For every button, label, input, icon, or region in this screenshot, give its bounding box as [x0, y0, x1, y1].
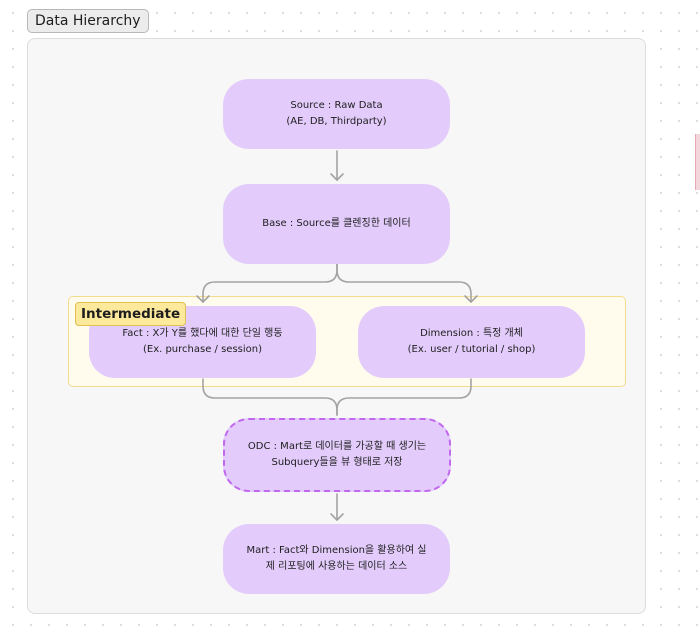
- arrowhead-odc-mart: [330, 513, 344, 521]
- node-fact-label: Fact : X가 Y를 했다에 대한 단일 행동 (Ex. purchase …: [122, 328, 283, 355]
- connector-base-dimension: [336, 263, 472, 303]
- arrowhead-base-dimension: [464, 295, 478, 303]
- node-source[interactable]: Source : Raw Data (AE, DB, Thirdparty): [223, 79, 450, 149]
- node-odc-label: ODC : Mart로 데이터를 가공할 때 생기는 Subquery들을 뷰 …: [247, 441, 427, 468]
- node-odc[interactable]: ODC : Mart로 데이터를 가공할 때 생기는 Subquery들을 뷰 …: [223, 418, 451, 492]
- node-mart[interactable]: Mart : Fact와 Dimension을 활용하여 실 제 리포팅에 사용…: [223, 524, 450, 594]
- node-source-label: Source : Raw Data (AE, DB, Thirdparty): [286, 100, 387, 127]
- node-base[interactable]: Base : Source를 클렌징한 데이터: [223, 184, 450, 264]
- connector-dimension-odc: [336, 378, 472, 416]
- connector-base-fact: [202, 263, 338, 303]
- arrowhead-source-base: [330, 173, 344, 181]
- intermediate-section-label: Intermediate: [75, 302, 187, 326]
- frame-title: Data Hierarchy: [27, 9, 149, 33]
- arrowhead-base-fact: [196, 295, 210, 303]
- node-dimension[interactable]: Dimension : 특정 개체 (Ex. user / tutorial /…: [358, 306, 585, 378]
- node-mart-label: Mart : Fact와 Dimension을 활용하여 실 제 리포팅에 사용…: [246, 545, 427, 572]
- offscreen-frame-edge: [695, 134, 700, 190]
- node-dimension-label: Dimension : 특정 개체 (Ex. user / tutorial /…: [407, 328, 536, 355]
- connector-fact-odc: [202, 378, 338, 416]
- node-base-label: Base : Source를 클렌징한 데이터: [262, 218, 411, 229]
